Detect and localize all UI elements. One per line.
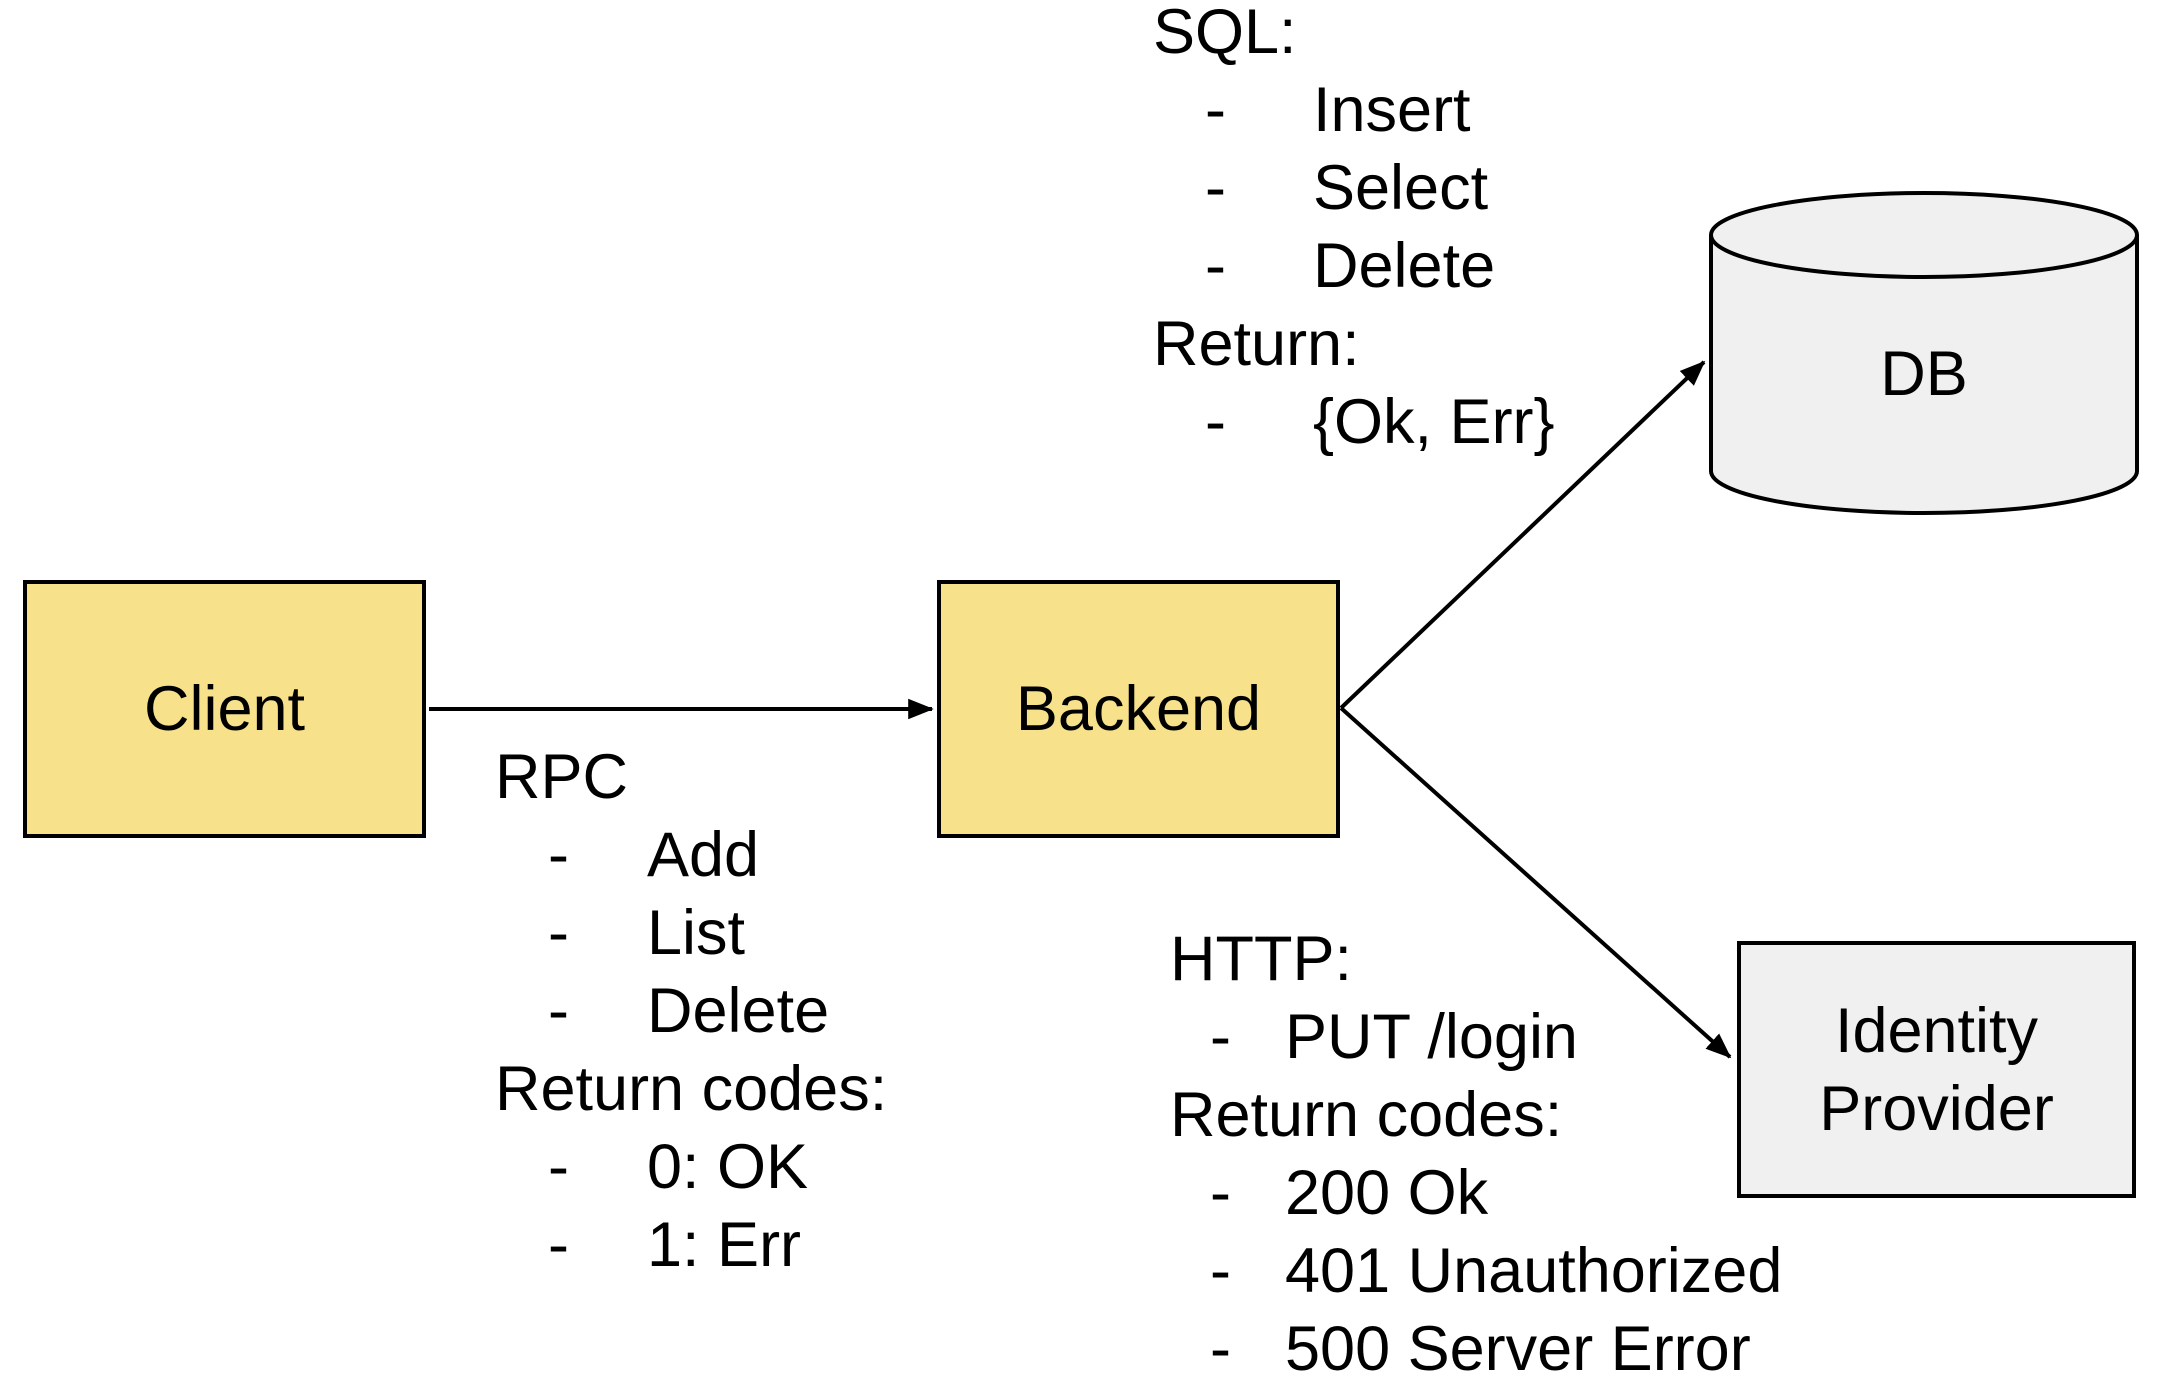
annotation-header: RPC [495,742,629,812]
annotation-bullet-line: -Add [495,816,887,894]
bullet-dash: - [1205,231,1226,301]
annotation-bullet-line: -{Ok, Err} [1153,383,1555,461]
annotation-header: Return: [1153,309,1360,379]
node-identity-provider: Identity Provider [1737,941,2136,1198]
annotation-bullet-line: -500 Server Error [1170,1310,1751,1388]
bullet-dash: - [1205,153,1226,223]
annotation-sql: SQL: -Insert -Select -Delete Return: -{O… [1153,0,1555,461]
node-client: Client [23,580,426,838]
annotation-bullet-line: -200 Ok [1170,1154,1562,1232]
bullet-dash: - [1210,1158,1231,1228]
annotation-bullet-line: -0: OK [495,1128,887,1206]
bullet-dash: - [548,820,569,890]
annotation-header: Return codes: [1170,1080,1563,1150]
node-backend-label: Backend [1015,674,1262,744]
annotation-header: SQL: [1153,0,1297,67]
bullet-dash: - [1210,1314,1231,1384]
bullet-dash: - [1210,1236,1231,1306]
annotation-bullet-line: -Insert [1153,71,1471,149]
node-db-label: DB [1880,339,1968,409]
bullet-dash: - [548,1132,569,1202]
annotation-bullet-line: -401 Unauthorized [1170,1232,1782,1310]
node-identity-provider-label: Identity Provider [1819,995,2054,1144]
annotation-bullet-line: -Delete [1153,227,1495,305]
node-db: DB [1711,235,2137,513]
node-db-cylinder-shape [1709,191,2139,515]
annotation-header: Return codes: [495,1054,888,1124]
bullet-dash: - [1205,75,1226,145]
annotation-header: HTTP: [1170,924,1352,994]
bullet-dash: - [548,1210,569,1280]
node-backend: Backend [937,580,1340,838]
bullet-dash: - [548,976,569,1046]
bullet-dash: - [1205,387,1226,457]
annotation-http: HTTP: -PUT /login Return codes: -200 Ok … [1170,920,1782,1388]
annotation-rpc: RPC -Add -List -Delete Return codes: -0:… [495,738,887,1284]
annotation-bullet-line: -1: Err [495,1206,887,1284]
annotation-bullet-line: -Select [1153,149,1488,227]
bullet-dash: - [1210,1002,1231,1072]
bullet-dash: - [548,898,569,968]
node-client-label: Client [143,674,306,744]
annotation-bullet-line: -List [495,894,887,972]
annotation-bullet-line: -PUT /login [1170,998,1578,1076]
annotation-bullet-line: -Delete [495,972,887,1050]
